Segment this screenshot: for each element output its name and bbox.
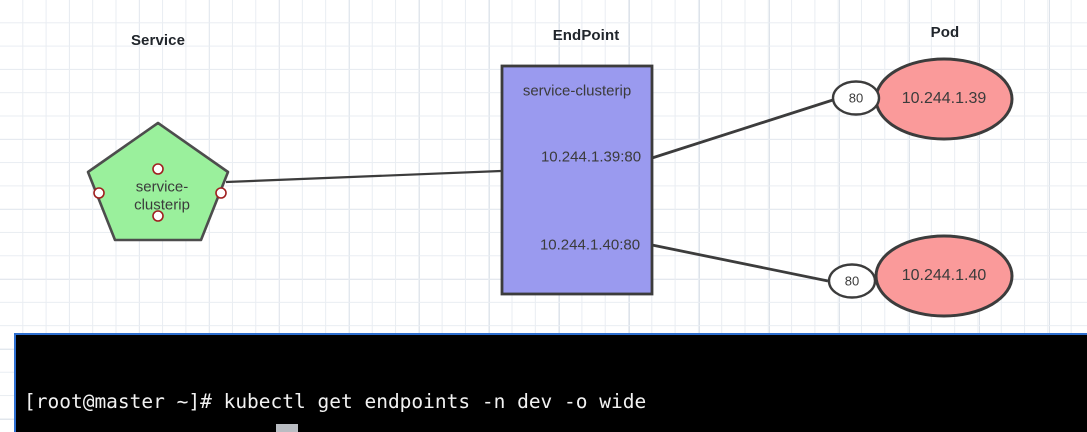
service-port-right[interactable] (215, 187, 227, 199)
service-port-top[interactable] (152, 163, 164, 175)
terminal-prompt-line: [root@master ~]# kubectl get endpoints -… (24, 390, 647, 413)
endpoint-node[interactable] (500, 64, 654, 296)
service-node[interactable] (86, 121, 230, 242)
service-port-bottom[interactable] (152, 210, 164, 222)
terminal-window[interactable]: [root@master ~]# kubectl get endpoints -… (14, 333, 1087, 432)
service-port-left[interactable] (93, 187, 105, 199)
edge-service-to-endpoint[interactable] (225, 169, 502, 184)
pod-node-1[interactable] (874, 57, 1014, 141)
column-title-endpoint: EndPoint (552, 27, 620, 44)
edge-endpoint1-to-pod1[interactable] (651, 97, 837, 160)
column-title-pod: Pod (930, 24, 960, 41)
column-title-service: Service (130, 32, 186, 49)
resize-handle[interactable] (276, 424, 298, 432)
pod-node-2[interactable] (874, 234, 1014, 318)
terminal-output[interactable]: [root@master ~]# kubectl get endpoints -… (16, 335, 1087, 432)
edge-endpoint2-to-pod2[interactable] (651, 243, 829, 283)
pod-port-badge-1[interactable] (831, 80, 881, 116)
pod-port-badge-2[interactable] (827, 263, 877, 299)
